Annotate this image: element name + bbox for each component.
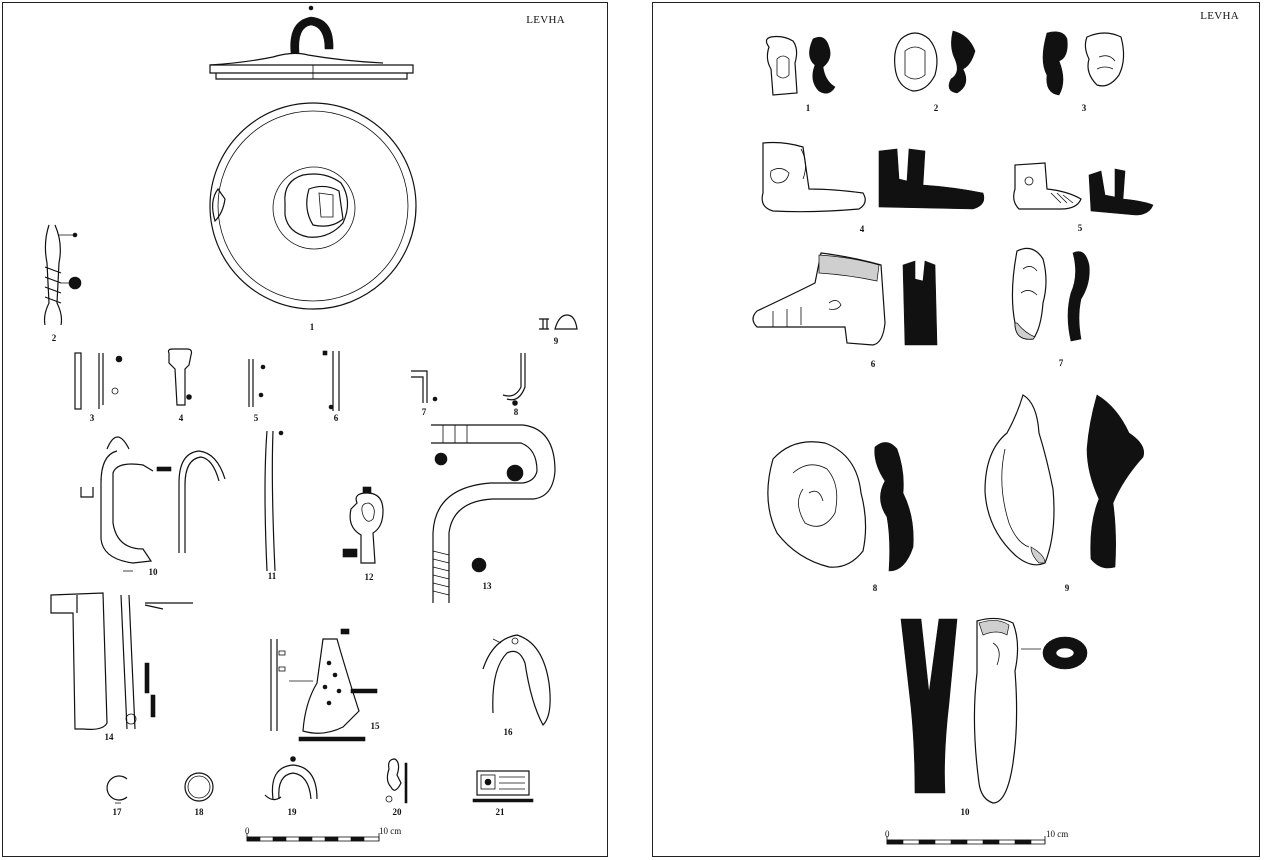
figure-number-10: 10 <box>149 567 159 577</box>
figure-number-8: 8 <box>514 407 519 417</box>
artifact-5 <box>1013 162 1154 216</box>
figure-number-2: 2 <box>934 103 939 113</box>
artifact-1-profile <box>209 5 414 80</box>
figure-number-19: 19 <box>288 807 298 817</box>
figure-number-8: 8 <box>873 583 878 593</box>
scale-bar <box>886 836 1046 845</box>
figure-number-20: 20 <box>393 807 403 817</box>
artifact-12 <box>342 486 384 564</box>
artifact-9 <box>539 314 578 330</box>
figure-number-14: 14 <box>105 732 115 742</box>
artifact-17 <box>106 775 128 804</box>
figure-number-1: 1 <box>310 322 315 332</box>
figure-number-6: 6 <box>871 359 876 369</box>
figure-number-4: 4 <box>860 224 865 234</box>
scale-end-label: 10 cm <box>379 826 401 836</box>
artifact-8 <box>502 353 526 406</box>
artifact-10 <box>80 436 226 572</box>
artifact-21 <box>472 770 534 803</box>
artifact-3 <box>1042 31 1125 96</box>
figure-number-21: 21 <box>496 807 506 817</box>
figure-number-7: 7 <box>422 407 427 417</box>
figure-number-18: 18 <box>195 807 205 817</box>
figure-number-12: 12 <box>365 572 375 582</box>
right-plate-drawing: 1 2 3 4 5 <box>752 30 1154 845</box>
artifact-4 <box>761 141 985 213</box>
scale-start-label: 0 <box>885 829 890 839</box>
artifact-19 <box>264 756 318 801</box>
artifact-13 <box>431 424 556 603</box>
artifact-6 <box>322 350 340 411</box>
figure-number-15: 15 <box>371 721 381 731</box>
left-plate: LEVHA 1 2 <box>2 2 608 857</box>
right-plate: LEVHA 1 2 3 4 <box>652 2 1260 857</box>
figure-number-17: 17 <box>113 807 123 817</box>
figure-number-4: 4 <box>179 413 184 423</box>
figure-number-16: 16 <box>504 727 514 737</box>
artifact-15 <box>270 628 378 742</box>
figure-number-13: 13 <box>483 581 493 591</box>
figure-number-3: 3 <box>1082 103 1087 113</box>
artifact-4 <box>167 348 193 406</box>
scale-end-label: 10 cm <box>1046 829 1068 839</box>
artifact-7 <box>1011 247 1090 342</box>
scale-start-label: 0 <box>245 826 250 836</box>
artifact-11 <box>264 430 284 572</box>
figure-number-9: 9 <box>554 336 559 346</box>
figure-number-3: 3 <box>90 413 95 423</box>
site-label: LEVHA <box>1200 10 1239 22</box>
artifact-8 <box>767 441 914 572</box>
figure-number-5: 5 <box>254 413 259 423</box>
artifact-9 <box>984 394 1144 569</box>
artifact-2 <box>43 224 82 326</box>
figure-number-5: 5 <box>1078 223 1083 233</box>
artifact-18 <box>184 772 214 802</box>
artifact-10 <box>900 617 1088 804</box>
figure-number-9: 9 <box>1065 583 1070 593</box>
artifact-2 <box>894 30 976 94</box>
artifact-3 <box>74 352 123 410</box>
artifact-20 <box>385 758 408 804</box>
artifact-16 <box>482 634 551 726</box>
artifact-6 <box>752 252 938 346</box>
site-label: LEVHA <box>526 14 565 26</box>
figure-number-6: 6 <box>334 413 339 423</box>
figure-number-2: 2 <box>52 333 57 343</box>
artifact-7 <box>411 370 438 403</box>
figure-number-7: 7 <box>1059 358 1064 368</box>
artifact-14 <box>50 592 193 730</box>
artifact-5 <box>248 359 266 407</box>
artifact-1 <box>765 35 836 96</box>
figure-number-11: 11 <box>268 571 277 581</box>
scale-bar <box>246 833 380 842</box>
artifact-1-plan <box>209 102 417 310</box>
figure-number-1: 1 <box>806 103 811 113</box>
left-plate-drawing: 1 2 9 3 4 <box>43 5 578 842</box>
figure-number-10: 10 <box>961 807 971 817</box>
